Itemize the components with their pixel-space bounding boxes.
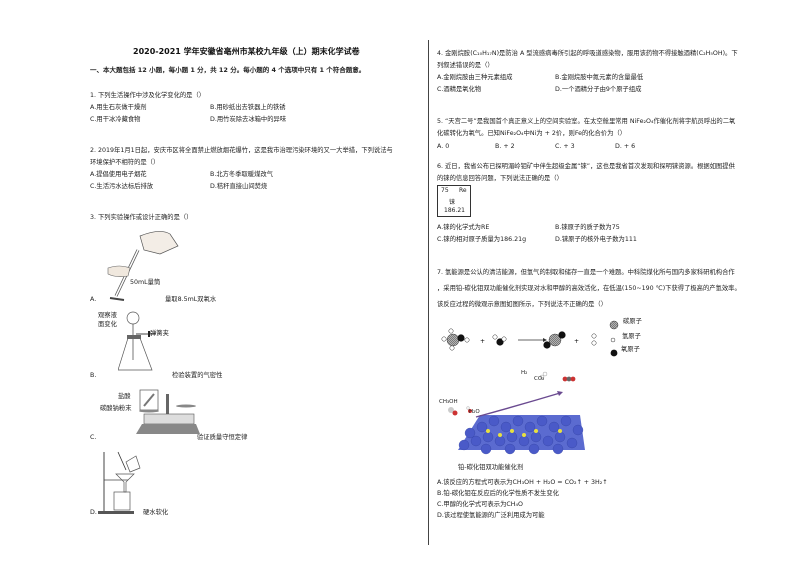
q3-c-figure-label-2: 碳酸钠粉末 [100, 405, 132, 412]
exam-title: 2020-2021 学年安徽省亳州市某校九年级（上）期末化学试卷 [133, 47, 360, 56]
q6-option-a: A.铼的化学式为RE [437, 224, 490, 231]
filtration-figure [98, 451, 141, 514]
q3-b-figure-label-3: 弹簧夹 [150, 330, 169, 337]
q7-option-b: B.铂-碳化钼在反应后的化学性质不发生变化 [437, 490, 559, 497]
q6-option-d: D.铼原子的核外电子数为111 [555, 236, 637, 243]
q2-option-a: A.提倡使用电子烟花 [90, 171, 147, 178]
q1-option-a: A.用生石灰做干燥剂 [90, 104, 147, 111]
section-heading: 一、本大题包括 12 小题，每小题 1 分，共 12 分。每小题的 4 个选项中… [90, 66, 366, 74]
q3-option-c: C. [90, 434, 97, 441]
q7-option-a: A.该反应的方程式可表示为CH₃OH + H₂O = CO₂↑ + 3H₂↑ [437, 479, 608, 486]
q1-option-d: D.用竹炭除去冰箱中的异味 [210, 116, 287, 123]
fig-label-h2o: H₂O [469, 409, 480, 415]
q3-option-d: D. [90, 509, 97, 516]
q1-option-c: C.用干冰冷藏食物 [90, 116, 141, 123]
legend-hydrogen: 氢原子 [622, 333, 641, 340]
q4-option-b: B.金刚烷胺中氮元素的含量最低 [555, 74, 644, 81]
legend-carbon: 碳原子 [623, 318, 642, 325]
element-symbol: Re [459, 187, 467, 194]
element-mass: 186.21 [444, 207, 465, 214]
q4-stem-cont: 列叙述错误的是（） [437, 62, 494, 69]
q3-stem: 3. 下列实验操作或设计正确的是（） [90, 214, 193, 221]
airtightness-figure [118, 311, 156, 371]
fig-label-ch3oh: CH₃OH [439, 399, 458, 405]
q7-option-d: D.该过程使氢能源的广泛利用成为可能 [437, 512, 545, 519]
fig-label-co2: CO₂ [534, 376, 545, 382]
q7-stem-cont: ，采用铂-碳化钼双功能催化剂实现对水和甲醇的高效活化，在低温(150~190 ℃… [437, 285, 741, 292]
q1-stem: 1. 下列生活操作中涉及化学变化的是（） [90, 92, 206, 99]
q6-stem: 6. 近日，我省公布已探明湄岭钼矿中伴生超级金属“铼”，这也是我省首次发现和探明… [437, 163, 735, 170]
q3-option-b-text: 检验装置的气密性 [172, 372, 223, 379]
q5-stem-cont: 化碳转化为氧气。已知NiFe₂O₄中Ni为 + 2价，则Fe的化合价为（） [437, 130, 627, 137]
q3-a-figure-label: 50mL量筒 [130, 279, 161, 286]
column-divider [428, 40, 429, 545]
q6-option-c: C.铼的相对原子质量为186.21g [437, 236, 527, 243]
q3-option-b: B. [90, 372, 97, 379]
reaction-diagram: + + [441, 320, 619, 455]
q5-option-a: A. 0 [437, 143, 450, 150]
q3-option-a: A. [90, 296, 97, 303]
q3-option-c-text: 验证质量守恒定律 [197, 434, 248, 441]
q3-c-figure-label-1: 盐酸 [118, 393, 131, 400]
q3-b-figure-label-1: 观察液 [98, 312, 117, 319]
q3-b-figure-label-2: 面变化 [98, 321, 117, 328]
q2-option-c: C.生活污水达标后排放 [90, 183, 154, 190]
q1-option-b: B.用砂纸出去铁器上的铁锈 [210, 104, 286, 111]
q2-option-d: D.秸秆直接山间焚烧 [210, 183, 268, 190]
q5-option-c: C. + 3 [555, 143, 575, 150]
fig-label-h2: H₂ [521, 370, 528, 376]
q4-option-d: D.一个酒精分子由9个原子组成 [555, 86, 642, 93]
q2-stem: 2. 2019年1月1日起，安庆市区将全面禁止燃放烟花爆竹，这是我市治理污染环境… [90, 147, 393, 154]
q5-option-d: D. + 6 [615, 143, 636, 150]
element-card-rhenium: 75 Re 铼 186.21 [437, 185, 471, 217]
q3-option-a-text: 量取8.5mL双氧水 [165, 296, 217, 303]
q5-option-b: B. + 2 [495, 143, 515, 150]
figure-caption: 铂-碳化钼双功能催化剂 [458, 464, 524, 471]
q6-stem-cont: 的铼的信息回答问题，下列说法正确的是（） [437, 175, 563, 182]
graduated-cylinder-figure [107, 231, 179, 301]
q7-option-c: C.甲醇的化学式可表示为CH₄O [437, 501, 523, 508]
q4-option-c: C.酒精是氧化物 [437, 86, 482, 93]
q3-option-d-text: 硬水软化 [143, 509, 169, 516]
q5-stem: 5. “天宫二号”是我国首个真正意义上的空间实验室。在太空舱里常用 NiFe₂O… [437, 118, 736, 125]
q7-stem: 7. 氢能源是公认的清洁能源，但氢气的制取和储存一直是一个难题。中科院煤化所与国… [437, 269, 735, 276]
legend-oxygen: 氧原子 [621, 346, 640, 353]
q7-stem-cont-2: 该反应过程的微观示意图如图所示，下列说法不正确的是（） [437, 301, 608, 308]
q4-option-a: A.金刚烷胺由三种元素组成 [437, 74, 513, 81]
q6-option-b: B.铼原子的质子数为75 [555, 224, 620, 231]
q2-option-b: B.北方冬季取暖煤改气 [210, 171, 273, 178]
element-number: 75 [441, 187, 449, 194]
svg-text:+: + [480, 338, 485, 345]
q4-stem: 4. 金刚烷胺(C₁₀H₁₇N)是防治 A 型流感病毒所引起的呼吸道感染物，服用… [437, 50, 738, 57]
balance-figure [136, 389, 200, 434]
element-name: 铼 [449, 199, 456, 206]
q2-stem-cont: 环境保护不相符的是（） [90, 159, 160, 166]
svg-text:+: + [574, 338, 579, 345]
